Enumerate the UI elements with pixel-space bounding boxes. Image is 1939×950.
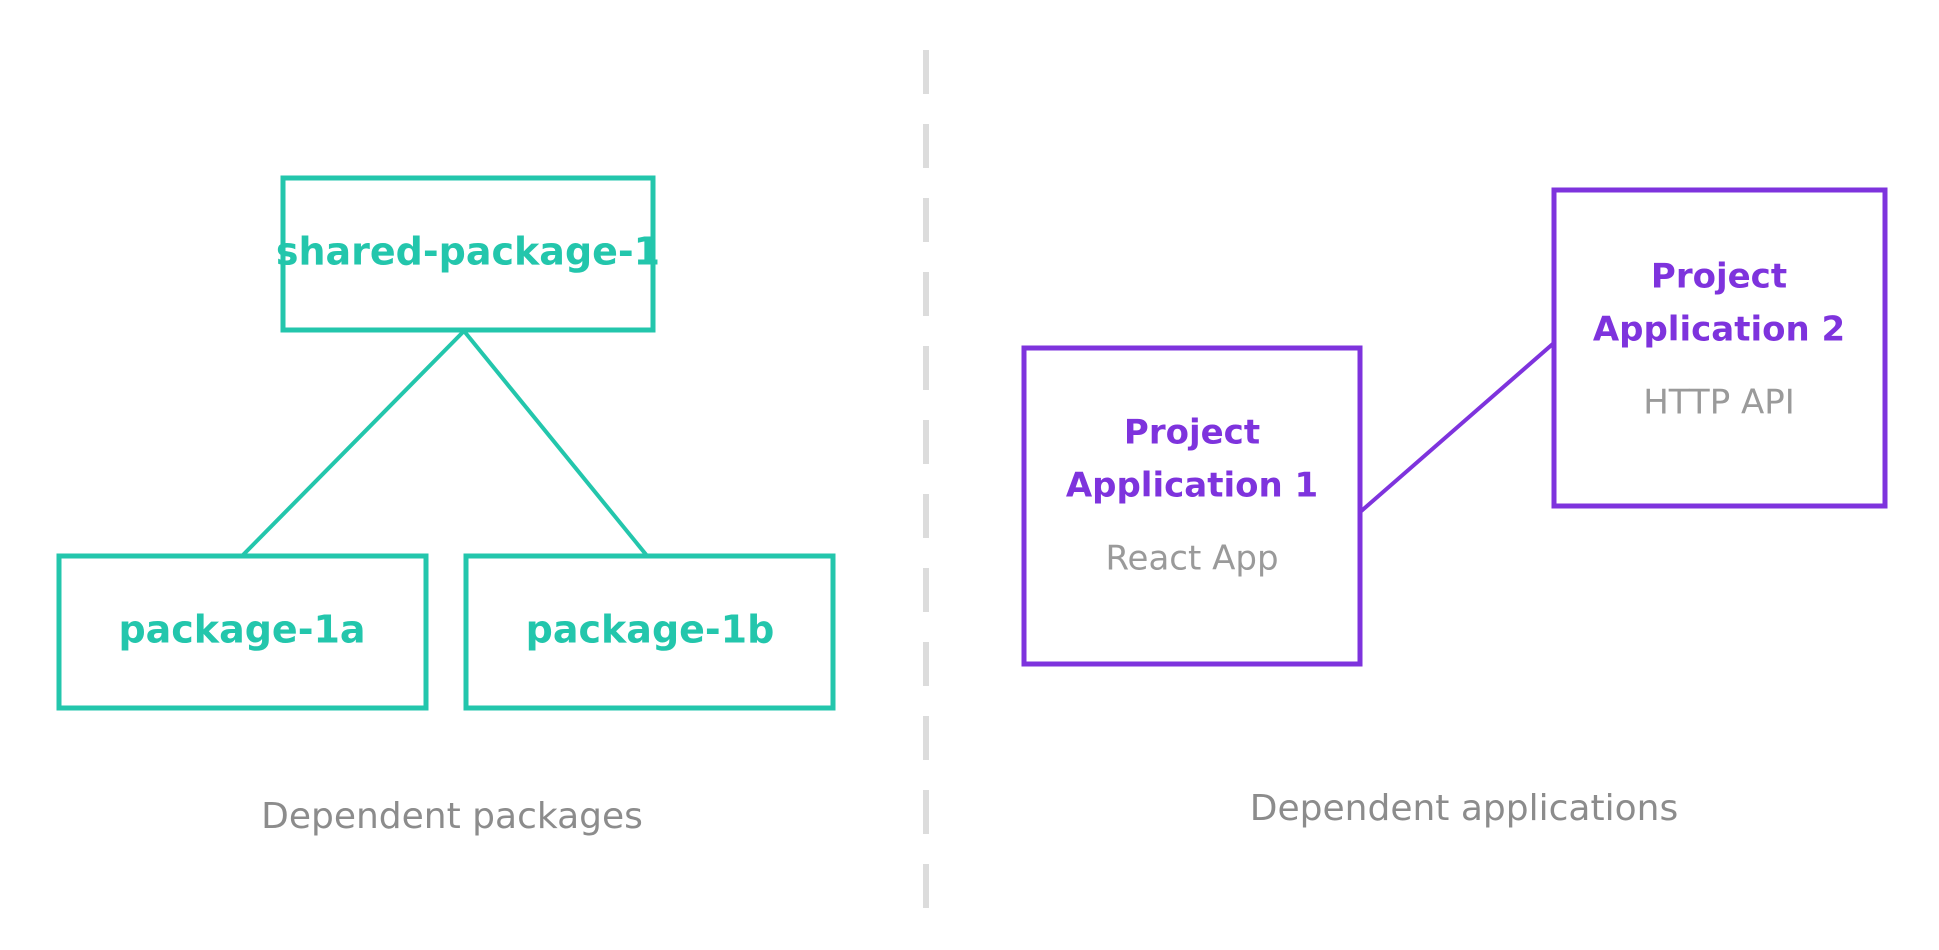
node-project-application-1-label-line-2: Application 1 <box>1066 466 1318 506</box>
node-shared-package-1-label: shared-package-1 <box>276 230 660 274</box>
node-package-1a-box[interactable] <box>56 553 429 711</box>
node-project-application-2-label-line-2: Application 2 <box>1593 310 1845 350</box>
node-package-1b[interactable]: package-1b <box>463 553 836 711</box>
node-project-application-2-label-line-1: Project <box>1651 257 1787 297</box>
node-package-1b-label: package-1b <box>526 608 775 652</box>
node-project-application-2-box[interactable] <box>1551 187 1888 509</box>
node-project-application-1[interactable]: Project Application 1 React App <box>1021 345 1363 667</box>
edge-shared-package-1-to-package-1b <box>462 329 650 559</box>
node-project-application-1-sublabel: React App <box>1105 539 1278 579</box>
edge-shared-package-1-to-package-1a <box>239 329 466 559</box>
node-shared-package-1-box[interactable] <box>280 175 656 333</box>
edge-project-application-1-to-project-application-2 <box>1357 340 1557 515</box>
node-project-application-2-sublabel: HTTP API <box>1643 383 1795 423</box>
left-panel-group: shared-package-1 package-1a package-1b D… <box>56 175 836 837</box>
node-project-application-1-label-line-1: Project <box>1124 413 1260 453</box>
right-panel-group: Project Application 1 React App Project … <box>1021 187 1888 829</box>
node-package-1a-label: package-1a <box>118 608 365 652</box>
node-project-application-1-box[interactable] <box>1021 345 1363 667</box>
node-package-1a[interactable]: package-1a <box>56 553 429 711</box>
left-panel-caption: Dependent packages <box>261 796 643 837</box>
node-project-application-2[interactable]: Project Application 2 HTTP API <box>1551 187 1888 509</box>
node-shared-package-1[interactable]: shared-package-1 <box>276 175 660 333</box>
node-package-1b-box[interactable] <box>463 553 836 711</box>
right-panel-caption: Dependent applications <box>1250 788 1678 829</box>
